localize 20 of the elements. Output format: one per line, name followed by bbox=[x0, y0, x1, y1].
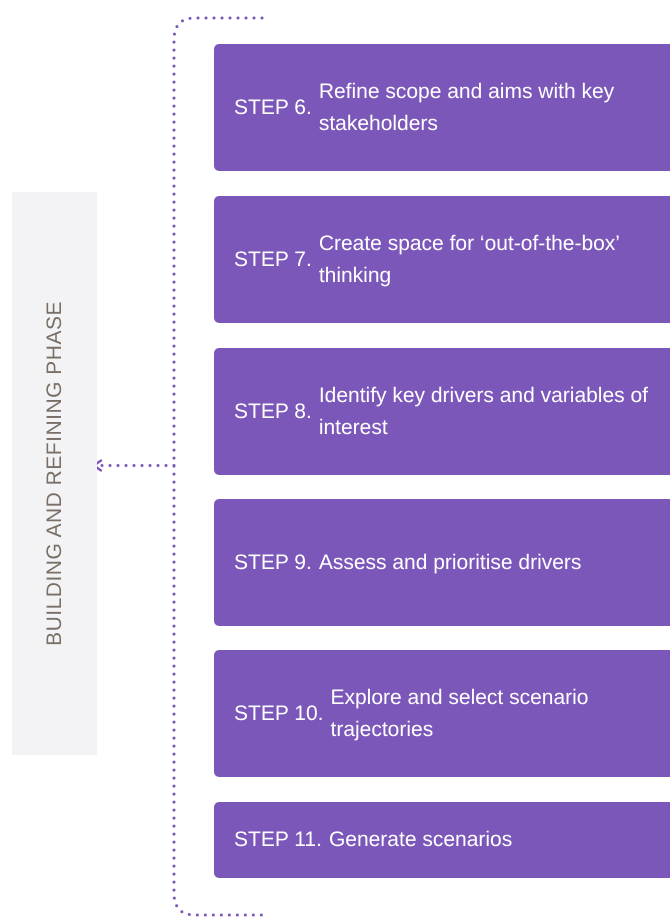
step-text: Create space for ‘out-of-the-box’ thinking bbox=[318, 230, 620, 288]
step-number: STEP 9. bbox=[234, 550, 312, 576]
step-box bbox=[214, 196, 670, 323]
step-text: Refine scope and aims with key stakeholders bbox=[318, 78, 616, 136]
step-box bbox=[214, 499, 670, 626]
step-number: STEP 11. bbox=[234, 827, 322, 853]
step-text: Generate scenarios bbox=[328, 827, 512, 853]
step-box bbox=[214, 650, 670, 777]
step-text: Explore and select scenario trajectories bbox=[330, 684, 590, 742]
step-box bbox=[214, 44, 670, 171]
phase-band bbox=[12, 192, 97, 755]
step-number: STEP 10. bbox=[234, 700, 324, 726]
step-text: Identify key drivers and variables of interest bbox=[318, 382, 649, 440]
phase-label: BUILDING AND REFINING PHASE bbox=[42, 301, 66, 646]
step-box bbox=[214, 348, 670, 475]
step-text: Assess and prioritise drivers bbox=[318, 550, 582, 576]
step-number: STEP 7. bbox=[234, 246, 312, 272]
step-box bbox=[214, 802, 670, 878]
step-number: STEP 6. bbox=[234, 94, 312, 120]
step-number: STEP 8. bbox=[234, 398, 312, 424]
